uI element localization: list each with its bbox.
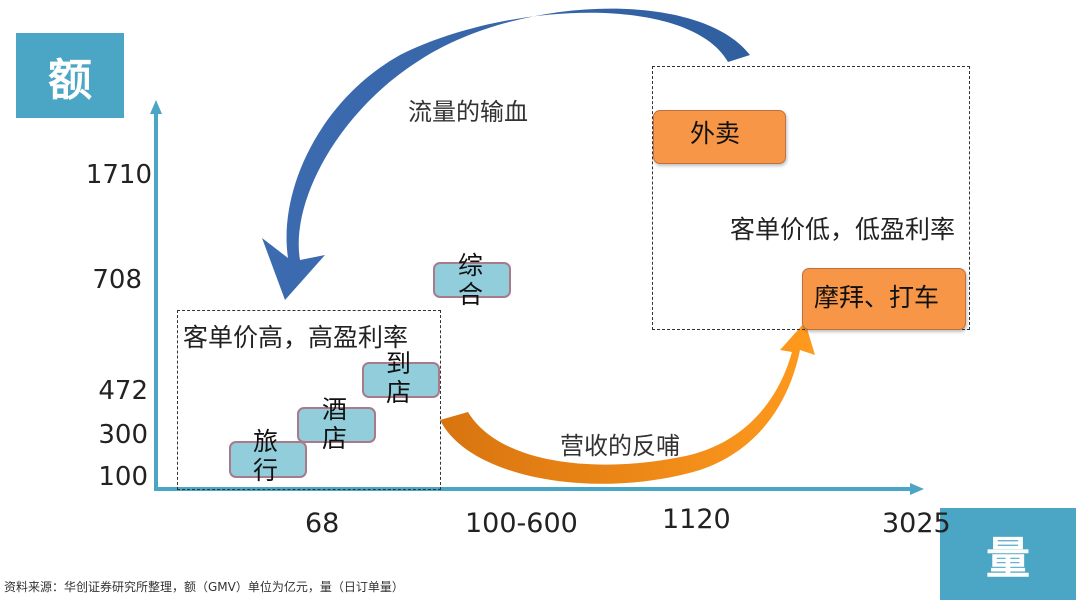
x-axis-arrowhead xyxy=(910,483,924,495)
y-tick-label: 100 xyxy=(98,462,148,492)
y-tick-label: 300 xyxy=(98,420,148,450)
node-general-box xyxy=(433,262,511,298)
node-hotel-box xyxy=(297,407,376,443)
revenue-flow-label: 营收的反哺 xyxy=(560,432,680,460)
low-value-region-label: 客单价低，低盈利率 xyxy=(730,215,956,244)
x-tick-label: 3025 xyxy=(882,508,951,539)
y-axis-title: 额 xyxy=(16,33,124,118)
node-in-store-label: 到 店 xyxy=(386,349,412,407)
x-tick-label: 100-600 xyxy=(465,508,578,539)
x-tick-label: 68 xyxy=(305,508,340,539)
high-value-region xyxy=(177,310,441,490)
y-axis-arrowhead xyxy=(150,100,162,114)
node-food-delivery-label: 外卖 xyxy=(690,119,741,148)
node-bike-taxi-box xyxy=(802,268,966,330)
y-tick-label: 472 xyxy=(98,376,148,406)
node-travel-box xyxy=(229,441,307,478)
node-travel-label: 旅 行 xyxy=(253,427,279,485)
traffic-flow-label: 流量的输血 xyxy=(408,98,528,126)
x-axis-title: 量 xyxy=(940,508,1076,600)
high-value-region-label: 客单价高，高盈利率 xyxy=(183,323,409,352)
node-hotel-label: 酒 店 xyxy=(322,395,348,453)
x-tick-label: 1120 xyxy=(662,504,731,535)
source-note: 资料来源：华创证券研究所整理，额（GMV）单位为亿元，量（日订单量） xyxy=(4,580,404,594)
node-bike-taxi-label: 摩拜、打车 xyxy=(814,283,940,312)
traffic-flow-arrow xyxy=(262,8,750,301)
y-tick-label: 708 xyxy=(92,265,142,295)
node-food-delivery-box xyxy=(653,110,786,164)
y-tick-label: 1710 xyxy=(85,160,152,190)
node-general-label: 综 合 xyxy=(458,251,484,309)
node-in-store-box xyxy=(362,362,440,398)
revenue-flow-arrow xyxy=(440,322,815,484)
